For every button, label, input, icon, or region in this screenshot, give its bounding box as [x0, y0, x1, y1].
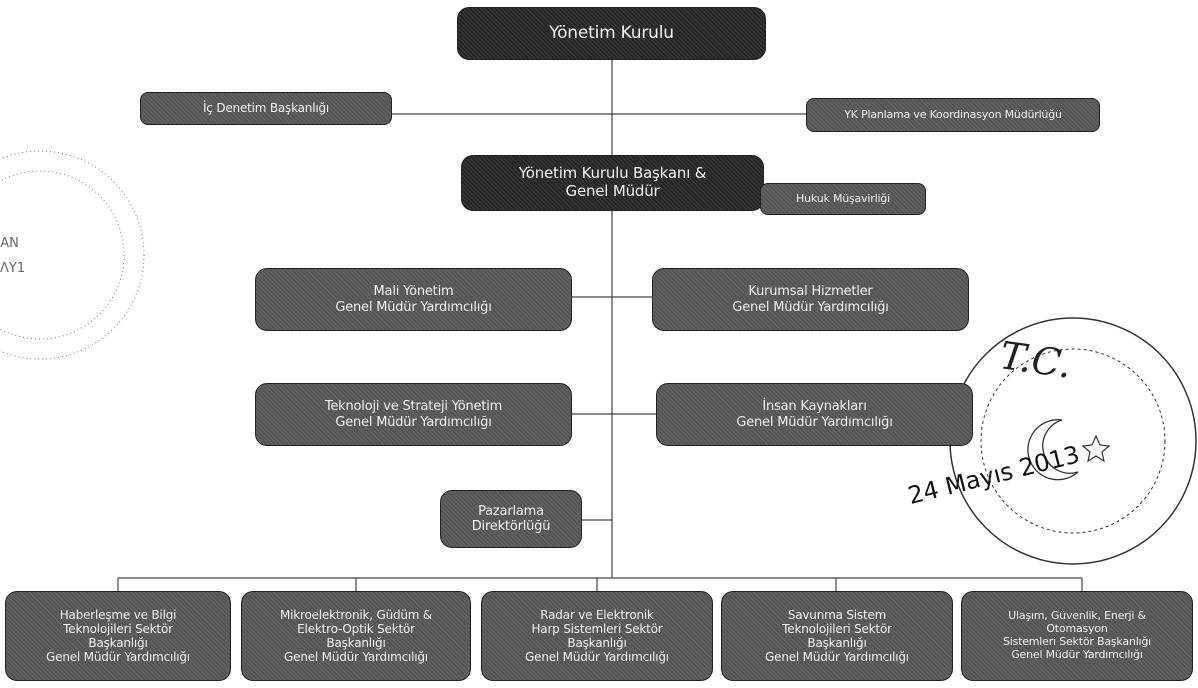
sector-2-line-2: Elektro-Optik Sektör [297, 621, 415, 636]
sector-1-line-2: Teknolojileri Sektör [63, 621, 173, 636]
internal-audit-label: İç Denetim Başkanlığı [202, 101, 330, 116]
board-planning-label: YK Planlama ve Koordinasyon Müdürlüğü [844, 107, 1062, 121]
corporate-services-box: Kurumsal Hizmetler Genel Müdür Yardımcıl… [652, 268, 969, 331]
board-label: Yönetim Kurulu [549, 23, 674, 44]
sector-4-line-2: Teknolojileri Sektör [782, 621, 892, 636]
financial-management-box: Mali Yönetim Genel Müdür Yardımcılığı [255, 268, 572, 331]
marketing-line-1: Pazarlama [478, 503, 544, 519]
human-resources-line-2: Genel Müdür Yardımcılığı [736, 414, 893, 430]
sector-box-microelectronics: Mikroelektronik, Güdüm & Elektro-Optik S… [241, 591, 471, 681]
sector-4-line-1: Savunma Sistem [787, 607, 887, 622]
technology-strategy-line-1: Teknoloji ve Strateji Yönetim [324, 399, 503, 415]
left-seal-fragment-1: ‹AN [0, 236, 19, 251]
sector-2-line-1: Mikroelektronik, Güdüm & [279, 607, 433, 622]
corporate-services-line-2: Genel Müdür Yardımcılığı [732, 299, 889, 315]
sector-5-line-1: Ulaşım, Güvenlik, Enerji & [1008, 609, 1146, 623]
board-planning-box: YK Planlama ve Koordinasyon Müdürlüğü [806, 98, 1100, 132]
sector-3-line-4: Genel Müdür Yardımcılığı [525, 650, 669, 665]
legal-advisor-label: Hukuk Müşavirliği [796, 191, 890, 205]
sector-box-defense-systems: Savunma Sistem Teknolojileri Sektör Başk… [721, 591, 953, 681]
sector-2-line-4: Genel Müdür Yardımcılığı [284, 650, 428, 665]
sector-5-line-3: Sistemleri Sektör Başkanlığı [1002, 635, 1152, 648]
human-resources-line-1: İnsan Kaynakları [762, 399, 867, 415]
board-of-directors-box: Yönetim Kurulu [457, 7, 766, 60]
sector-2-line-3: Başkanlığı [326, 636, 386, 650]
corporate-services-line-1: Kurumsal Hizmetler [748, 284, 873, 300]
sector-4-line-4: Genel Müdür Yardımcılığı [765, 650, 909, 665]
internal-audit-box: İç Denetim Başkanlığı [140, 92, 392, 125]
marketing-line-2: Direktörlüğü [471, 519, 551, 534]
chairman-gm-line-2: Genel Müdür [565, 182, 660, 200]
sector-3-line-1: Radar ve Elektronik [540, 607, 654, 622]
left-seal-outline [0, 150, 145, 360]
sector-1-line-4: Genel Müdür Yardımcılığı [46, 650, 190, 665]
technology-strategy-box: Teknoloji ve Strateji Yönetim Genel Müdü… [255, 383, 572, 446]
sector-3-line-3: Başkanlığı [567, 636, 627, 650]
chairman-gm-line-1: Yönetim Kurulu Başkanı & [518, 164, 707, 183]
human-resources-box: İnsan Kaynakları Genel Müdür Yardımcılığ… [656, 383, 973, 446]
sector-box-communication-it: Haberleşme ve Bilgi Teknolojileri Sektör… [5, 591, 231, 681]
sector-box-transport-security: Ulaşım, Güvenlik, Enerji & Otomasyon Sis… [961, 591, 1193, 681]
technology-strategy-line-2: Genel Müdür Yardımcılığı [335, 414, 492, 430]
sector-3-line-2: Harp Sistemleri Sektör [531, 621, 663, 636]
chairman-gm-box: Yönetim Kurulu Başkanı & Genel Müdür [461, 155, 764, 211]
sector-4-line-3: Başkanlığı [807, 636, 867, 650]
sector-1-line-1: Haberleşme ve Bilgi [59, 607, 177, 622]
sector-5-line-2: Otomasyon [1046, 622, 1108, 636]
left-seal-fragment-2: ΛY1 [0, 261, 25, 276]
financial-management-line-2: Genel Müdür Yardımcılığı [335, 299, 492, 315]
sector-5-line-4: Genel Müdür Yardımcılığı [1011, 647, 1143, 661]
sector-1-line-3: Başkanlığı [88, 636, 148, 650]
financial-management-line-1: Mali Yönetim [373, 284, 454, 300]
legal-advisor-box: Hukuk Müşavirliği [760, 183, 926, 215]
marketing-directorate-box: Pazarlama Direktörlüğü [440, 490, 582, 548]
sector-box-radar-ew: Radar ve Elektronik Harp Sistemleri Sekt… [481, 591, 713, 681]
